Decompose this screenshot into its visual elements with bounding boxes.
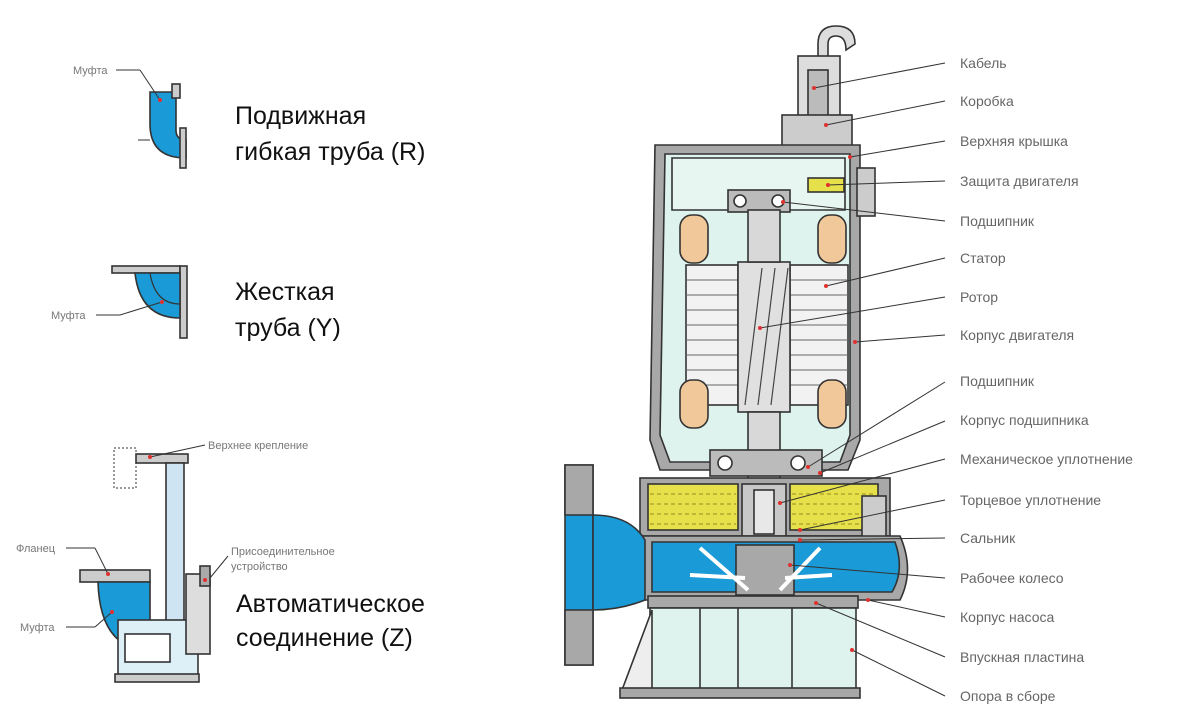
z-coupling-label: Муфта xyxy=(20,622,55,634)
y-title-line2: труба (Y) xyxy=(235,314,341,342)
label-impeller: Рабочее колесо xyxy=(960,570,1064,586)
label-rotor: Ротор xyxy=(960,289,998,305)
label-packing: Сальник xyxy=(960,530,1016,546)
r-title-line1: Подвижная xyxy=(235,102,366,130)
label-mechanical-seal: Механическое уплотнение xyxy=(960,451,1133,467)
label-stator: Статор xyxy=(960,250,1006,266)
z-title-line1: Автоматическое xyxy=(236,590,425,618)
y-coupling-label: Муфта xyxy=(51,310,86,322)
label-top-cover: Верхняя крышка xyxy=(960,133,1068,149)
r-title-line2: гибкая труба (R) xyxy=(235,138,425,166)
label-motor-protection: Защита двигателя xyxy=(960,173,1079,189)
z-flange-label: Фланец xyxy=(16,543,56,555)
label-box: Коробка xyxy=(960,93,1014,109)
r-coupling-label: Муфта xyxy=(73,65,108,77)
label-cable: Кабель xyxy=(960,55,1007,71)
label-inlet-plate: Впускная пластина xyxy=(960,649,1084,665)
z-title-line2: соединение (Z) xyxy=(236,624,413,652)
label-bearing-housing: Корпус подшипника xyxy=(960,412,1089,428)
label-upper-bearing: Подшипник xyxy=(960,213,1035,229)
auto-coupling-figure xyxy=(79,447,211,683)
y-title-line1: Жесткая xyxy=(235,278,335,306)
pipe-y-figure xyxy=(111,265,188,339)
label-lower-bearing: Подшипник xyxy=(960,373,1035,389)
z-connector-label-line2: устройство xyxy=(231,561,288,573)
label-stand-assembly: Опора в сборе xyxy=(960,688,1056,704)
label-pump-casing: Корпус насоса xyxy=(960,609,1055,625)
z-top-mount-label: Верхнее крепление xyxy=(208,440,308,452)
label-motor-housing: Корпус двигателя xyxy=(960,327,1074,343)
pump-cross-section xyxy=(564,25,909,699)
label-face-seal: Торцевое уплотнение xyxy=(960,492,1101,508)
pipe-r-figure xyxy=(138,83,187,169)
z-connector-label-line1: Присоединительное xyxy=(231,546,335,558)
